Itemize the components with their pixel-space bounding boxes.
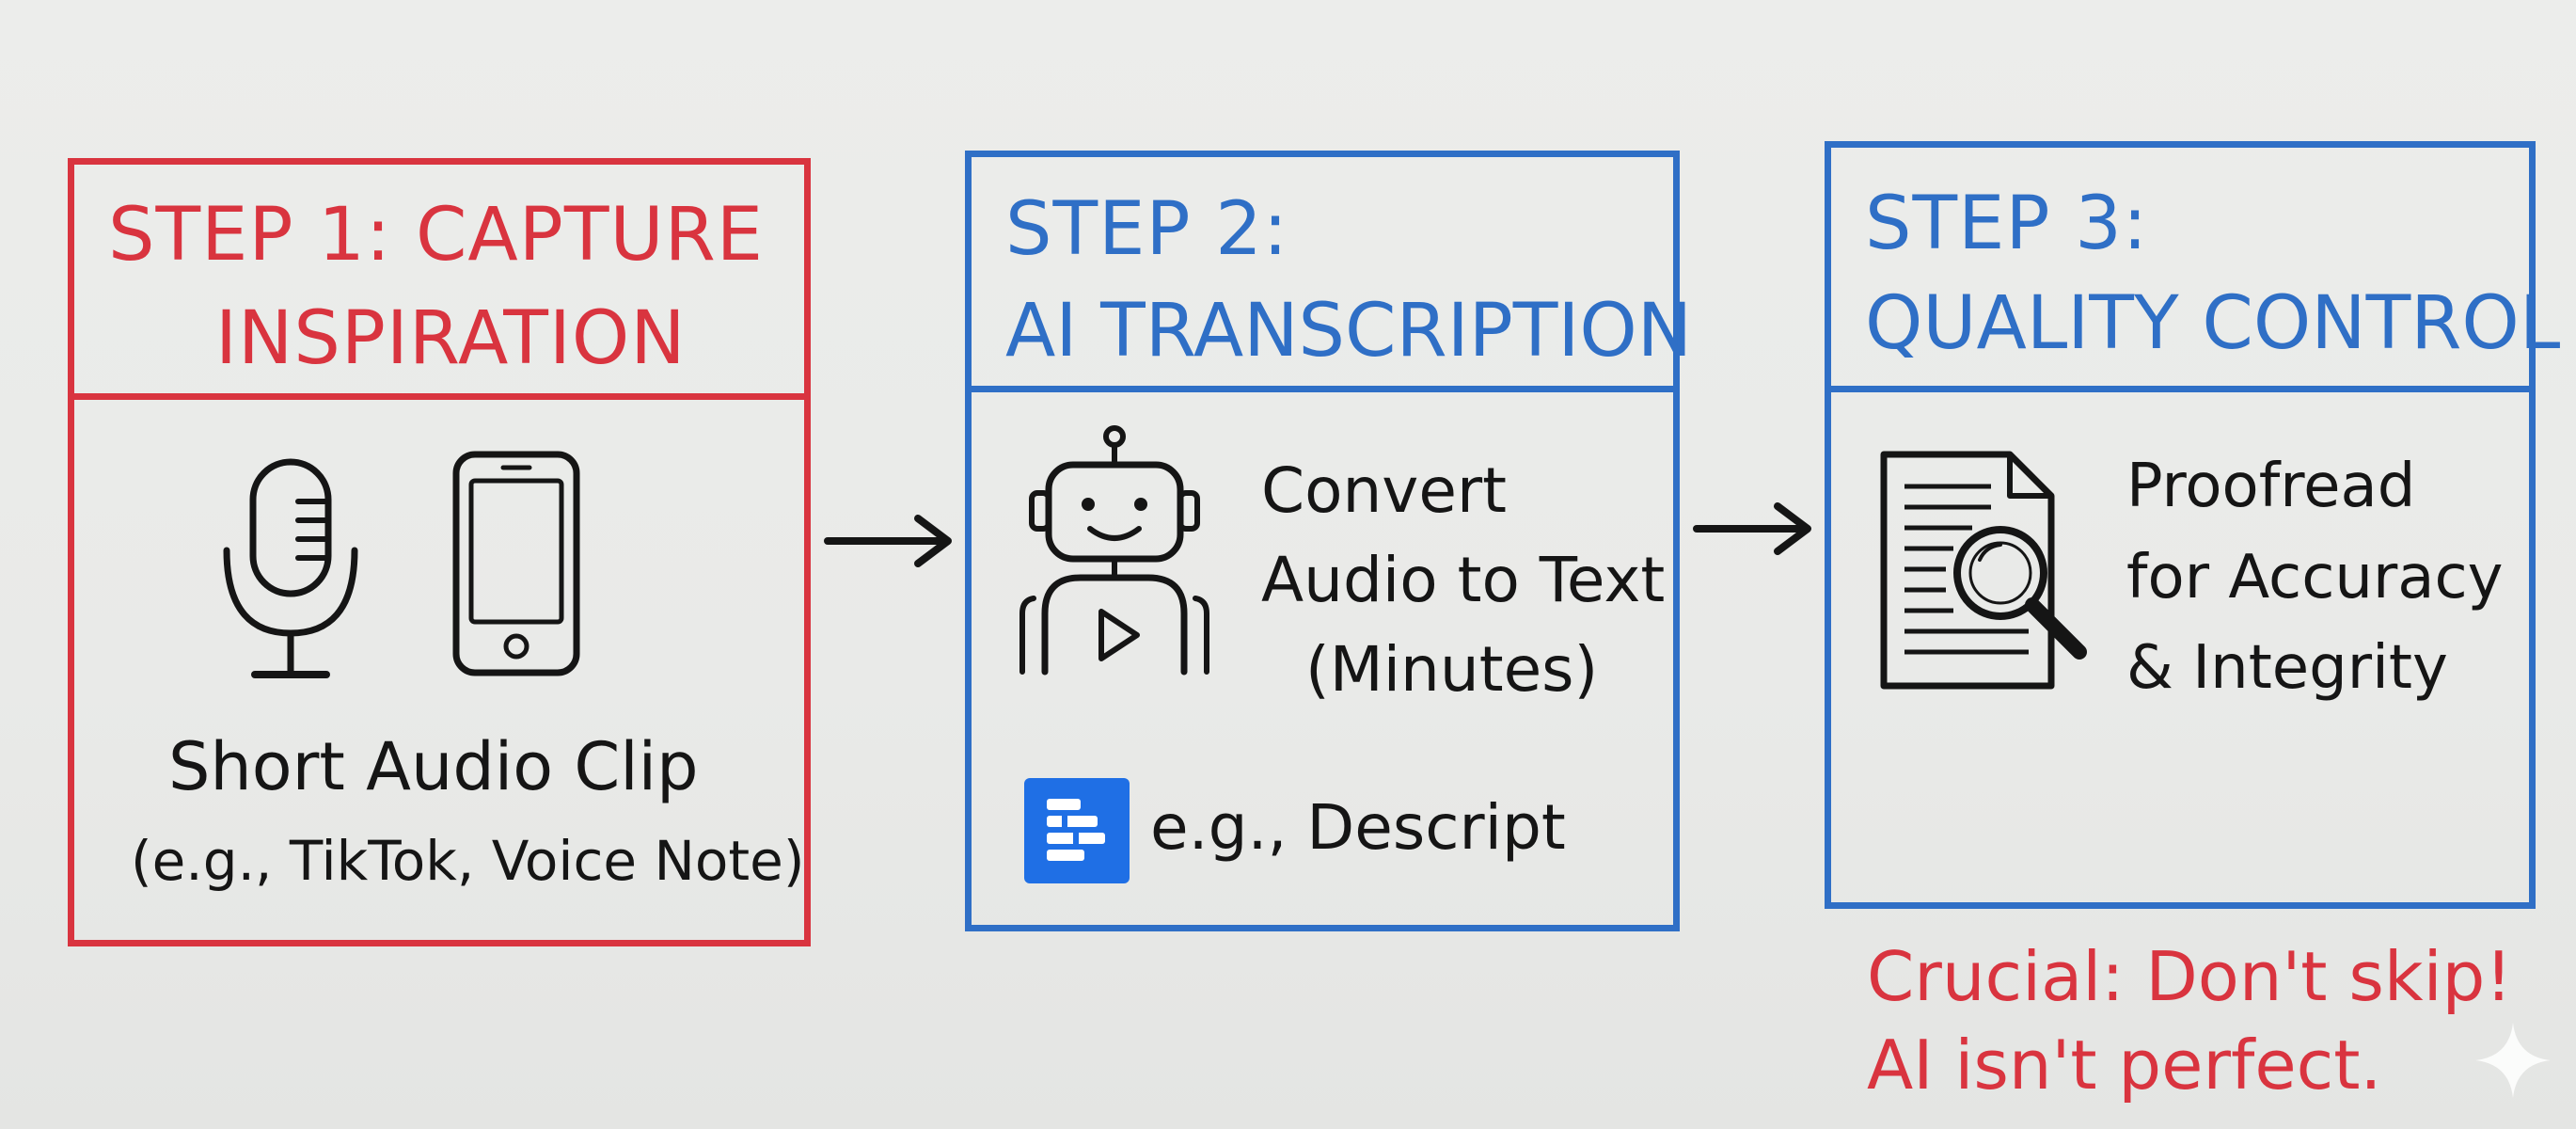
step-3-desc-line-2: for Accuracy	[2126, 543, 2504, 612]
step-1-header: STEP 1: CAPTURE INSPIRATION	[74, 165, 804, 400]
crucial-note-line-1: Crucial: Don't skip!	[1867, 937, 2513, 1016]
step-1-title-line-2: INSPIRATION	[215, 296, 687, 381]
arrow-step-1-to-2	[824, 515, 952, 567]
step-2-card: STEP 2: AI TRANSCRIPTION Convert Audio t…	[965, 151, 1692, 931]
microphone-icon	[223, 458, 358, 678]
step-1-caption-line-1: Short Audio Clip	[168, 728, 699, 805]
step-3-title-line-2: QUALITY CONTROL	[1865, 281, 2561, 366]
step-2-header: STEP 2: AI TRANSCRIPTION	[972, 157, 1692, 392]
step-2-desc-line-2: Audio to Text	[1261, 544, 1666, 616]
step-2-title-line-2: AI TRANSCRIPTION	[1005, 289, 1693, 374]
step-3-title-line-1: STEP 3:	[1865, 182, 2149, 266]
step-2-desc-line-3: (Minutes)	[1305, 633, 1599, 706]
arrow-step-2-to-3	[1693, 502, 1811, 555]
descript-logo-icon	[1024, 778, 1130, 883]
step-3-desc-line-1: Proofread	[2126, 452, 2416, 521]
smartphone-icon	[452, 451, 580, 676]
step-1-title-line-1: STEP 1: CAPTURE	[108, 193, 765, 278]
step-3-card: STEP 3: QUALITY CONTROL Proofread for Ac…	[1825, 141, 2560, 909]
step-3-header: STEP 3: QUALITY CONTROL	[1831, 148, 2560, 392]
sparkle-icon	[2475, 1023, 2551, 1098]
crucial-note-line-2: AI isn't perfect.	[1867, 1026, 2382, 1105]
step-1-card: STEP 1: CAPTURE INSPIRATION Short Audio …	[68, 158, 811, 946]
step-1-caption-line-2: (e.g., TikTok, Voice Note)	[131, 829, 805, 893]
step-2-example: e.g., Descript	[1150, 791, 1566, 864]
step-2-title-line-1: STEP 2:	[1005, 187, 1289, 272]
step-3-desc-line-3: & Integrity	[2126, 633, 2448, 703]
document-magnifier-icon	[1880, 451, 2087, 690]
robot-icon	[1019, 425, 1209, 676]
step-2-desc-line-1: Convert	[1261, 454, 1507, 527]
